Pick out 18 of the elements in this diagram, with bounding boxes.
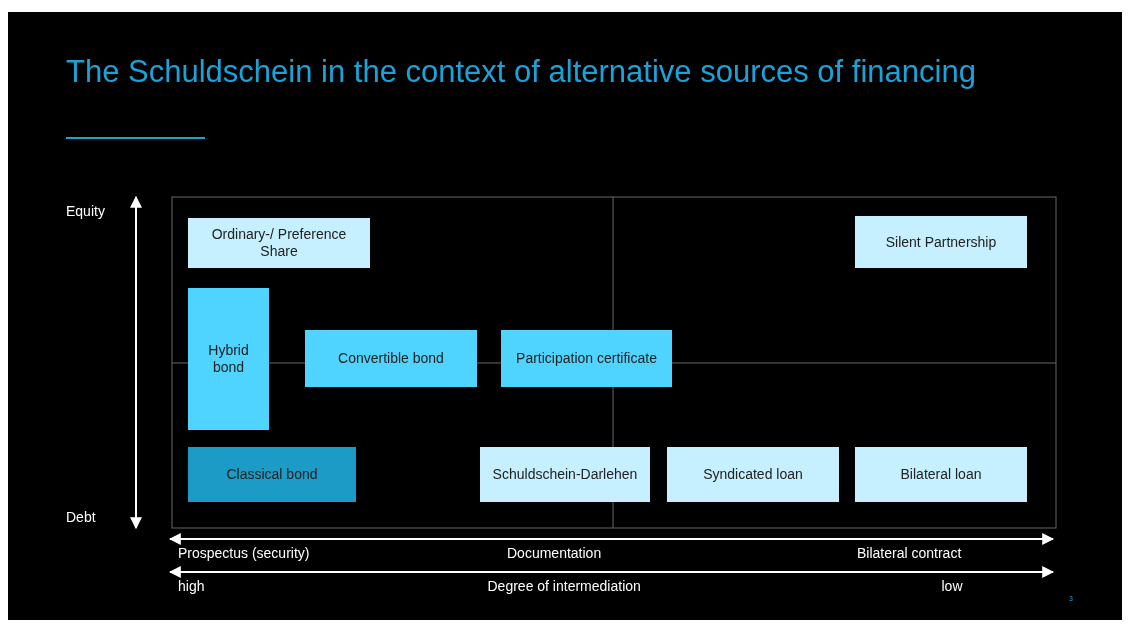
instrument-box: Bilateral loan [855, 447, 1027, 502]
instrument-box: Classical bond [188, 447, 356, 502]
instrument-box: Ordinary-/ Preference Share [188, 218, 370, 268]
instrument-box: Hybrid bond [188, 288, 269, 430]
axis-label: Equity [66, 203, 105, 219]
instrument-box: Convertible bond [305, 330, 477, 387]
axis-label: Bilateral contract [857, 545, 962, 561]
axis-label: Documentation [507, 545, 602, 561]
instrument-box: Silent Partnership [855, 216, 1027, 268]
axis-title: Degree of intermediation [487, 578, 641, 594]
instrument-box: Syndicated loan [667, 447, 839, 502]
axis-label: high [178, 578, 205, 594]
axis-label: Prospectus (security) [178, 545, 310, 561]
slide-title: The Schuldschein in the context of alternative sources of financing [66, 56, 977, 88]
axis-label: low [941, 578, 963, 594]
axis-label: Debt [66, 509, 96, 525]
instrument-box: Participation certificate [501, 330, 672, 387]
instrument-box: Schuldschein-Darlehen [480, 447, 650, 502]
